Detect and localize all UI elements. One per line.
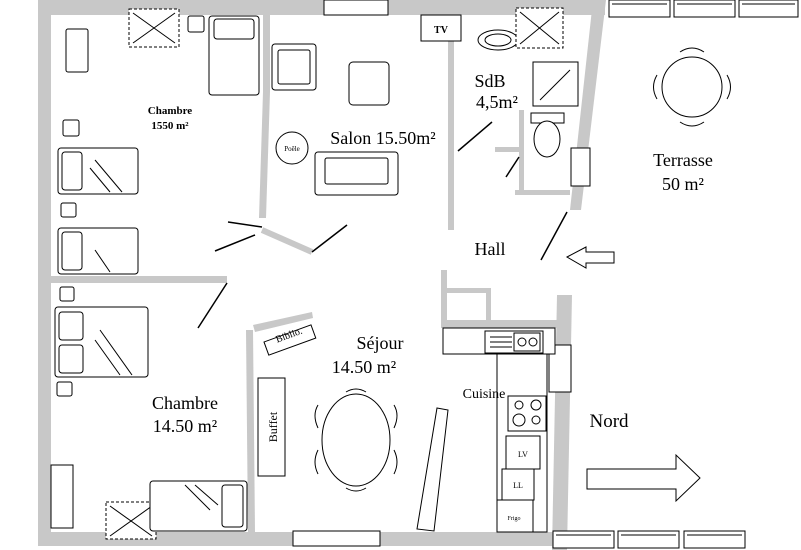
buffet-label: Buffet [266,411,280,442]
terrace-table [661,56,723,118]
bathroom-area: 4,5m² [476,92,518,112]
dining-room-name: Séjour [357,333,404,353]
hall: Hall [475,239,615,269]
washing-machine [501,468,535,501]
terrace: Terrasse 50 m² [653,47,731,194]
kitchen-name: Cuisine [463,387,506,402]
fridge-label: Frigo [507,516,520,522]
kitchen: LV LL Frigo Cuisine [442,327,556,533]
entrance-arrow [565,246,615,269]
tv-label: TV [434,25,449,36]
dishwasher [505,435,541,470]
bedroom-top: Chambre 1550 m² [57,8,260,275]
bookshelf [263,324,317,356]
stove [275,131,309,165]
bedroom-bottom-area: 14.50 m² [153,416,217,436]
windows [292,0,799,549]
tv-box [420,14,462,42]
dining-room: Biblio. Buffet Séjour 14.50 m² [257,324,449,532]
bathroom: SdB 4,5m² [474,7,579,158]
bathroom-name: SdB [474,71,505,91]
bedroom-bottom: Chambre 14.50 m² [50,286,248,540]
north-arrow [586,453,701,503]
sink [477,29,519,51]
washing-machine-label: LL [513,481,523,490]
buffet [257,377,286,477]
hall-name: Hall [475,239,506,259]
living-room: TV Poêle Salon 15.50m² [271,14,462,196]
terrace-name: Terrasse [653,150,713,170]
dining-room-area: 14.50 m² [332,357,396,377]
cooktop [507,395,547,432]
bedroom-top-name: Chambre [148,105,193,117]
doors [197,121,568,329]
walls [38,0,606,550]
north-label: Nord [589,411,629,432]
fridge [496,499,534,533]
stove-label: Poêle [284,145,300,153]
dining-table [321,393,391,487]
living-room-label: Salon 15.50m² [330,128,435,148]
north-indicator: Nord [586,411,701,503]
dishwasher-label: LV [518,450,528,459]
terrace-area: 50 m² [662,174,704,194]
coffee-table [348,61,390,106]
bedroom-top-area: 1550 m² [151,120,189,132]
bedroom-bottom-name: Chambre [152,393,218,413]
